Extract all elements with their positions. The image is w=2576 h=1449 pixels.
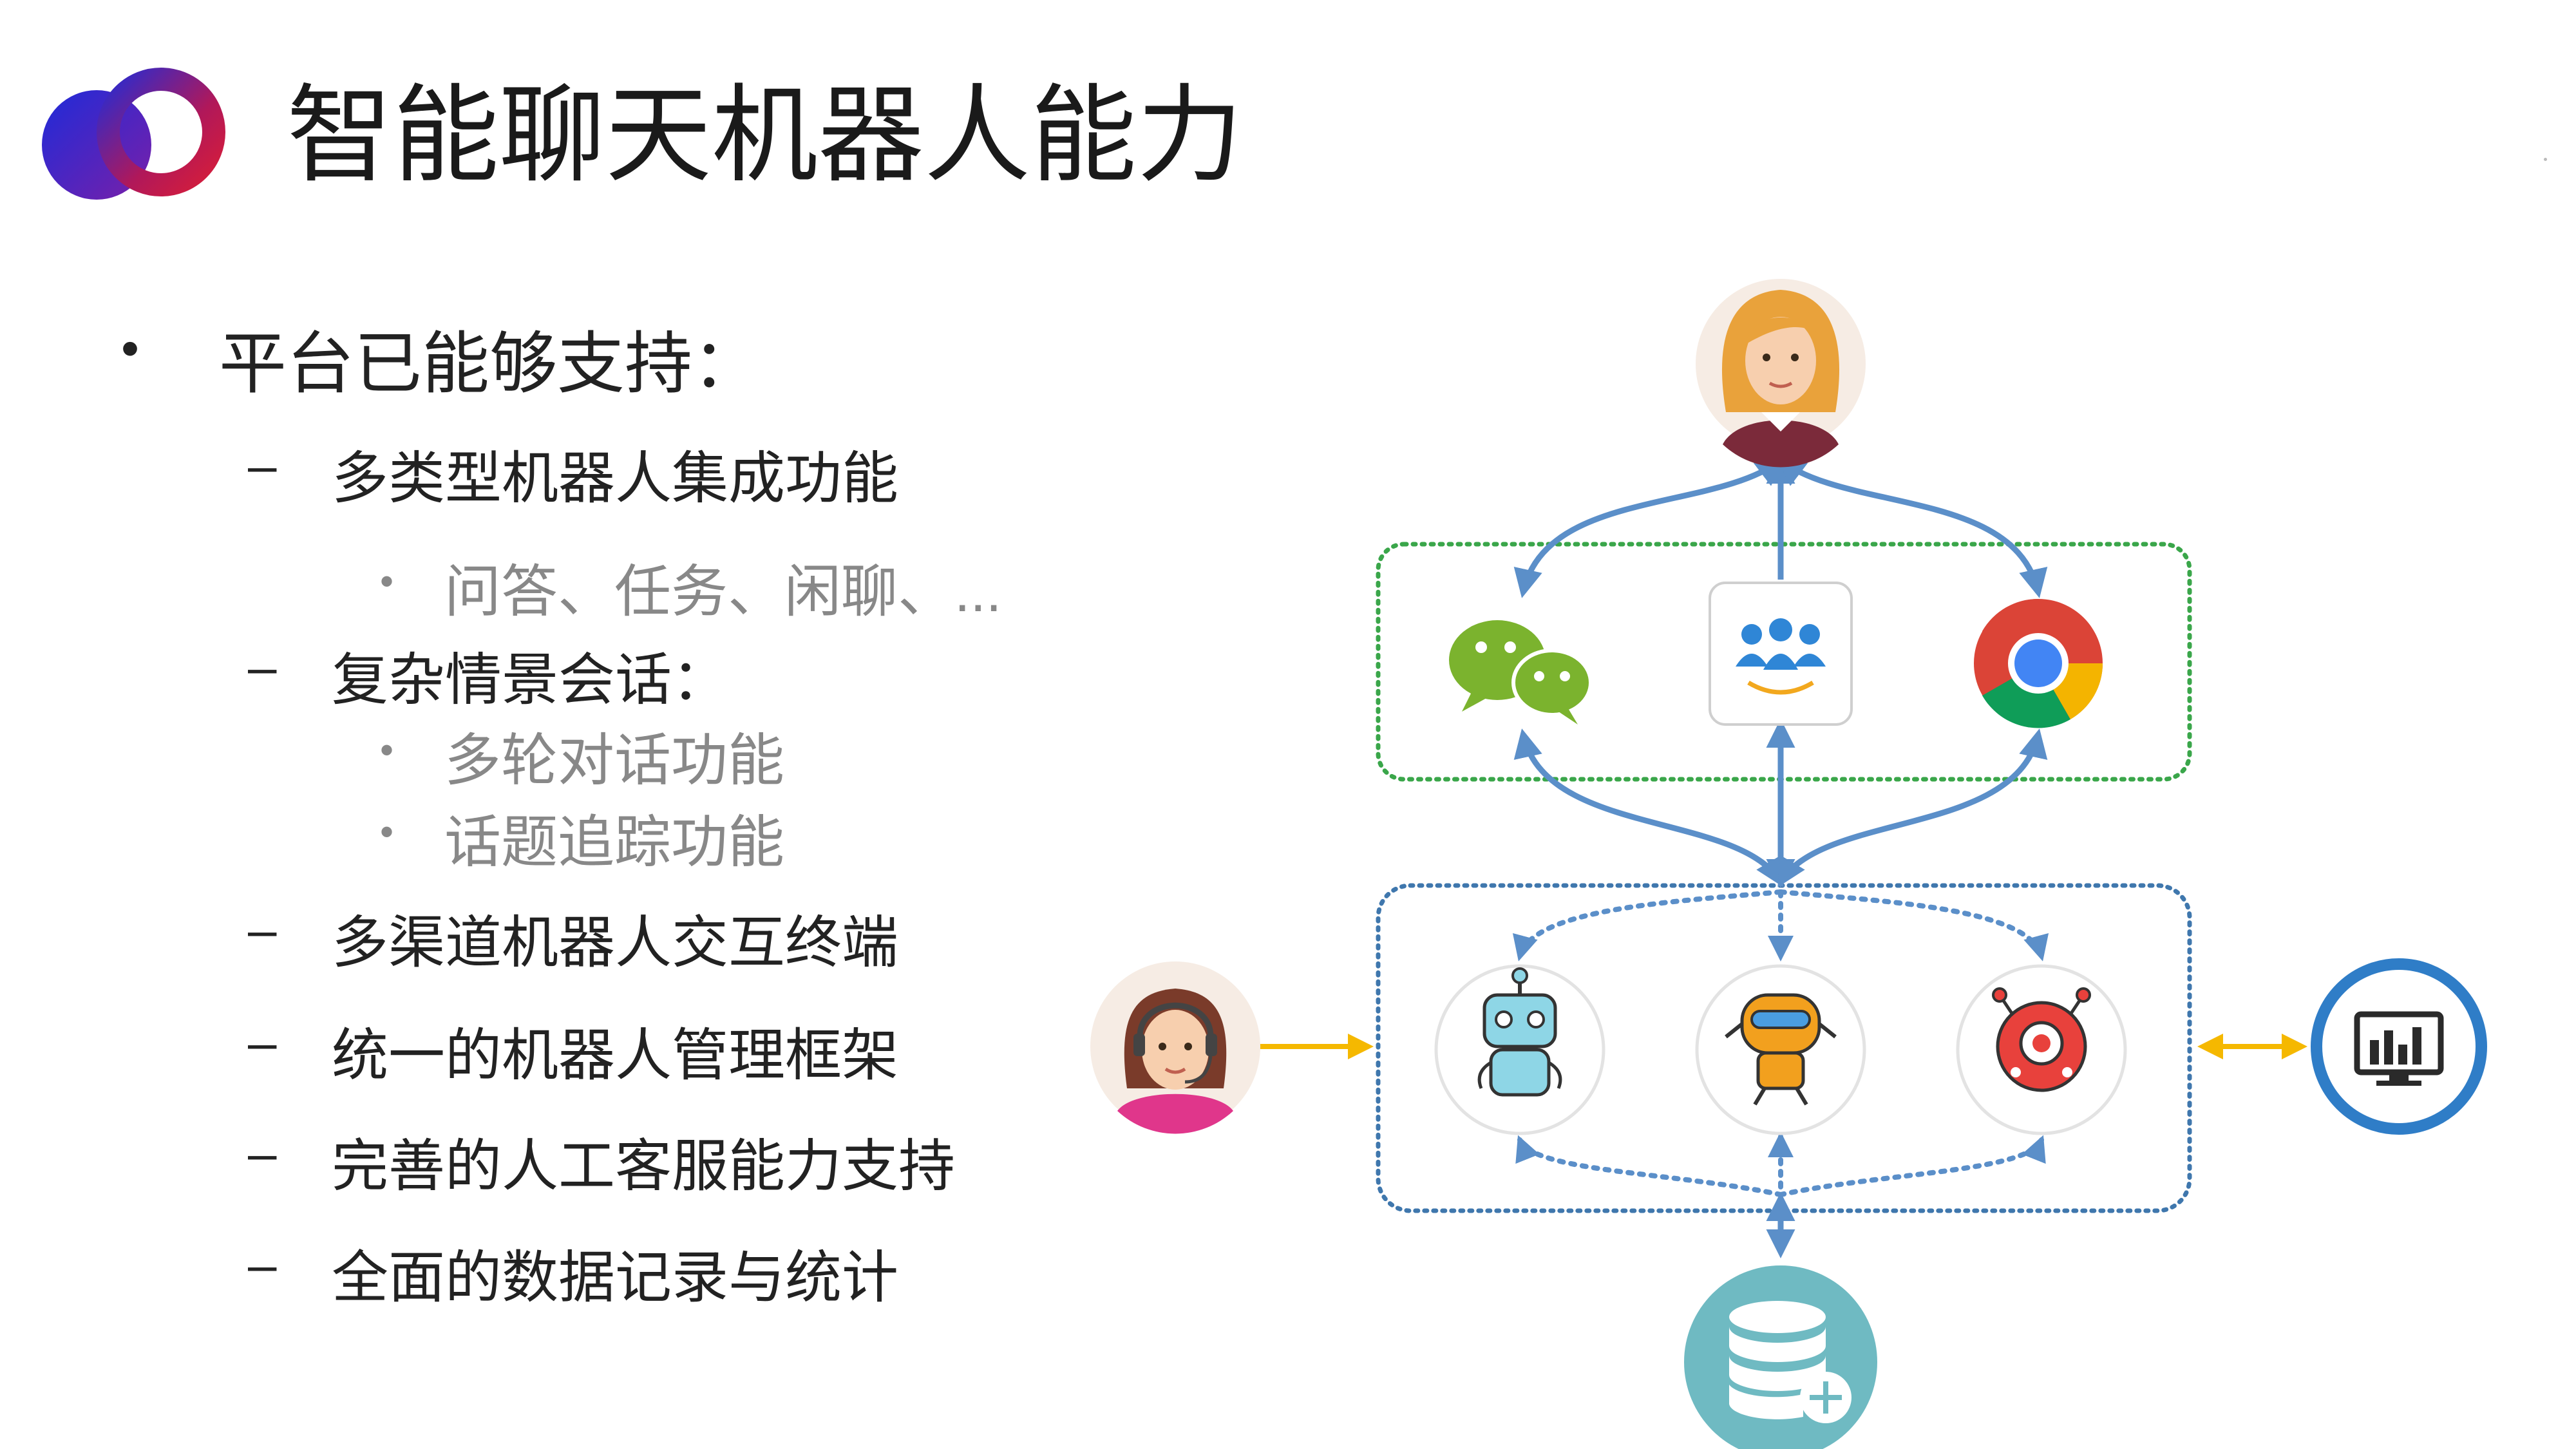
dash-mark: – <box>248 437 277 494</box>
list-item-text: 复杂情景会话： <box>332 648 729 712</box>
robot-orange-icon <box>1695 964 1866 1135</box>
user-avatar-icon <box>1696 279 1866 468</box>
logo <box>42 68 225 200</box>
chrome-icon <box>1974 598 2103 728</box>
dash-mark: – <box>248 1124 277 1182</box>
dash-mark: – <box>248 1236 277 1293</box>
wechat-icon <box>1449 620 1593 724</box>
list-item-text: 多渠道机器人交互终端 <box>332 911 899 974</box>
sub-bullet-mark: • <box>380 810 394 853</box>
sub-bullet-mark: • <box>380 560 394 603</box>
sub-bullet-mark: • <box>380 728 394 772</box>
user-channel-arrows <box>1513 455 2048 598</box>
sub-list-item-text: 问答、任务、闲聊、... <box>444 560 1002 623</box>
bullet-heading-text: 平台已能够支持： <box>219 327 761 402</box>
robot-blue-icon <box>1434 964 1605 1135</box>
customer-service-agent-icon <box>1090 961 1260 1134</box>
sub-list-item-text: 话题追踪功能 <box>444 810 785 874</box>
database-icon <box>1684 1265 1877 1449</box>
sub-list-item-text: 多轮对话功能 <box>444 728 785 792</box>
page-title: 智能聊天机器人能力 <box>287 76 1243 194</box>
list-item-text: 完善的人工客服能力支持 <box>332 1134 956 1198</box>
monitor-chart-icon <box>2311 958 2487 1135</box>
channel-robot-arrows <box>1513 719 2048 888</box>
robot-red-icon <box>1956 964 2127 1135</box>
list-item-text: 统一的机器人管理框架 <box>332 1023 899 1087</box>
dash-mark: – <box>248 901 277 958</box>
list-item-text: 全面的数据记录与统计 <box>332 1245 899 1309</box>
dash-mark: – <box>248 1014 277 1071</box>
hub-robot-arrows <box>1513 889 2049 1197</box>
architecture-diagram <box>1090 279 2487 1449</box>
bullet-list: • 平台已能够支持： – 多类型机器人集成功能 • 问答、任务、闲聊、... –… <box>0 0 1063 1449</box>
group-chat-icon <box>1709 582 1853 726</box>
decorative-dot <box>2544 158 2547 161</box>
list-item-text: 多类型机器人集成功能 <box>332 446 899 510</box>
dash-mark: – <box>248 638 277 696</box>
bullet-mark: • <box>121 319 140 377</box>
